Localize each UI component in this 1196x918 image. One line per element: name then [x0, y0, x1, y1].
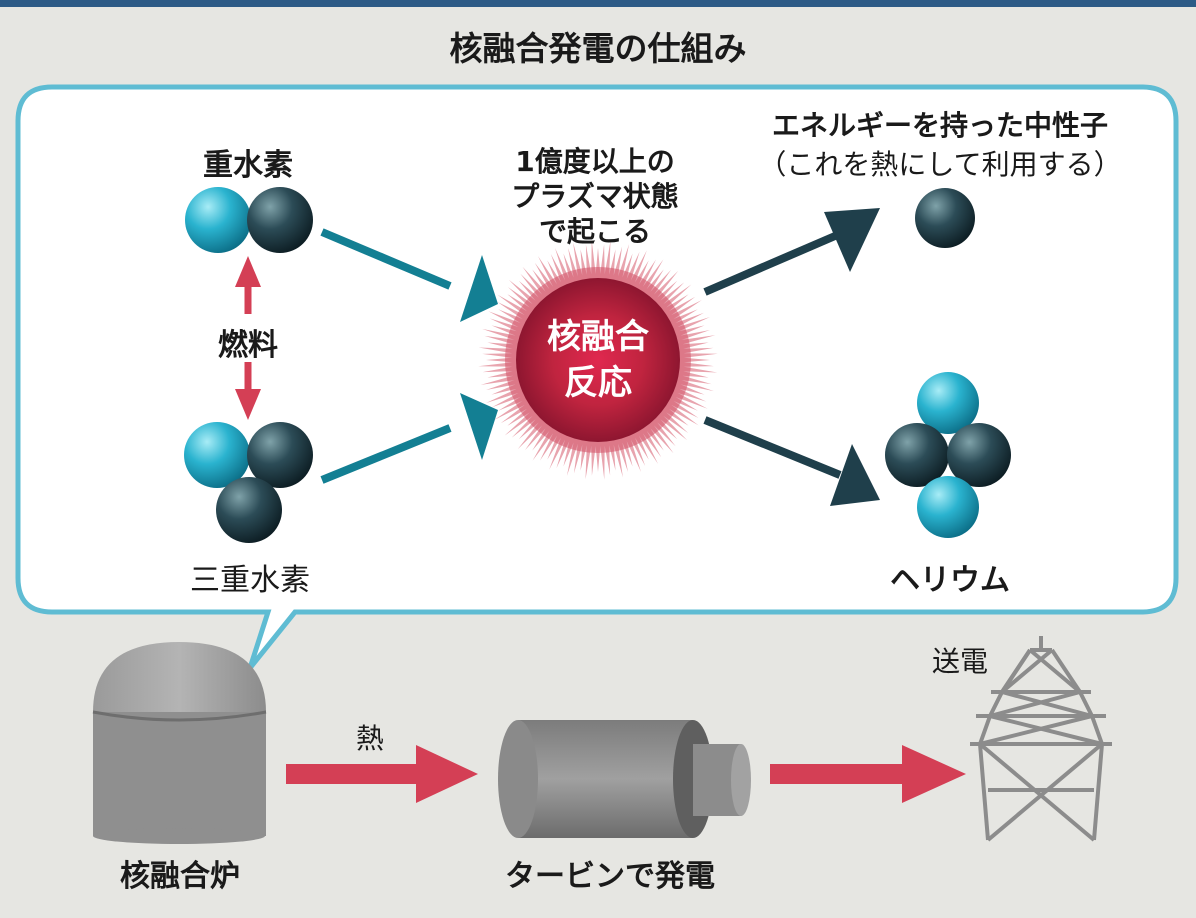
deuterium-label: 重水素 [203, 148, 293, 183]
deuterium-nucleus [185, 187, 313, 253]
reaction-line-2: 反応 [564, 363, 632, 403]
condition-line-1: 1億度以上の [515, 145, 675, 178]
power-arrow [770, 745, 966, 803]
neutron-note: （これを熱にして利用する） [758, 148, 1122, 181]
reactor-building [92, 642, 267, 844]
transmission-label: 送電 [931, 645, 988, 678]
proton-ball [917, 372, 979, 434]
transmission-tower [970, 636, 1112, 842]
tritium-nucleus [184, 422, 313, 543]
neutron-ball [947, 423, 1011, 487]
turbine-label: タービンで発電 [505, 859, 715, 894]
neutron-ball [247, 187, 313, 253]
fuel-label: 燃料 [218, 328, 278, 363]
fusion-reaction-label: 核融合 反応 [518, 314, 678, 406]
neutron-ball [247, 422, 313, 488]
neutron-label: エネルギーを持った中性子 [771, 109, 1108, 142]
helium-label: ヘリウム [890, 563, 1010, 598]
turbine-generator [498, 720, 751, 838]
neutron-ball [885, 423, 949, 487]
tritium-to-reaction-arrow [320, 393, 498, 484]
fusion-reaction-burst [478, 240, 718, 480]
reactor-label: 核融合炉 [120, 859, 240, 894]
reaction-condition-label: 1億度以上の プラズマ状態 で起こる [460, 144, 730, 249]
proton-ball [185, 187, 251, 253]
condition-line-2: プラズマ状態 [511, 180, 679, 213]
reaction-to-neutron-arrow [703, 208, 880, 296]
heat-label: 熱 [355, 722, 384, 755]
deuterium-to-reaction-arrow [320, 228, 498, 322]
tritium-label: 三重水素 [190, 563, 310, 598]
proton-ball [184, 422, 250, 488]
reaction-to-helium-arrow [703, 416, 880, 506]
top-rule [0, 0, 1196, 7]
heat-arrow [286, 745, 478, 803]
neutron-ball [216, 477, 282, 543]
reaction-line-1: 核融合 [547, 317, 649, 357]
condition-line-3: で起こる [538, 215, 651, 248]
helium-nucleus [885, 372, 1011, 538]
neutron-ball [915, 188, 975, 248]
page-title: 核融合発電の仕組み [449, 29, 747, 68]
proton-ball [917, 476, 979, 538]
fuel-double-arrow [235, 256, 261, 420]
